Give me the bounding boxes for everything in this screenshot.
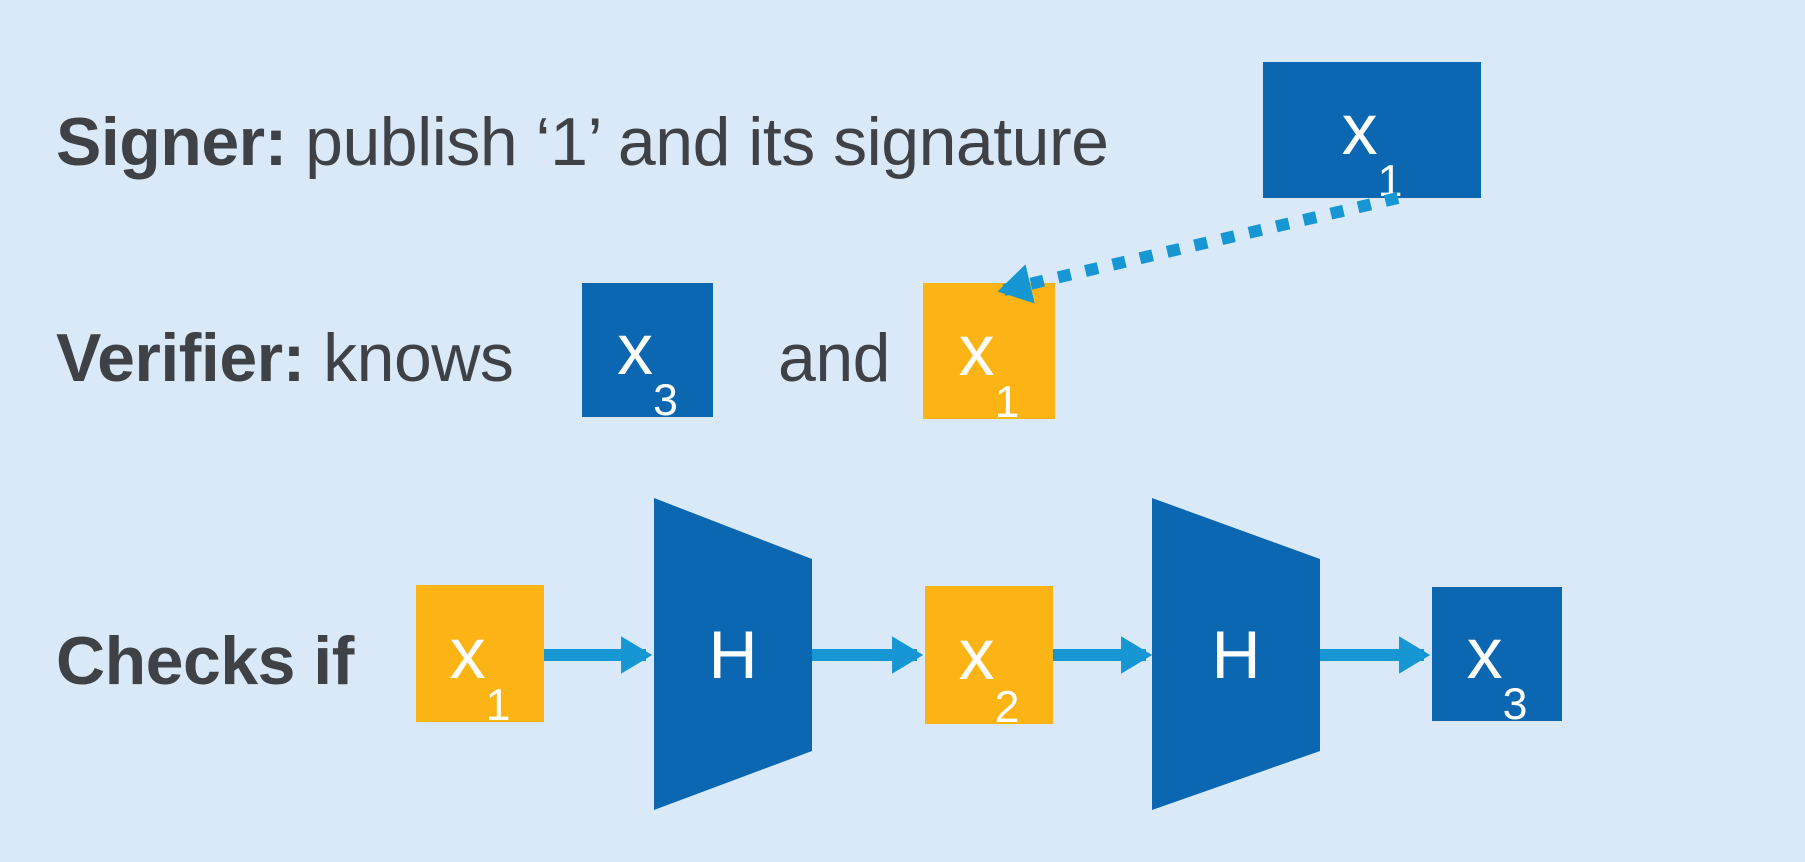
and-text: and — [778, 320, 890, 396]
box-label-base: x — [617, 310, 654, 390]
signer-label: Signer: — [56, 104, 287, 180]
box-label-subscript: 2 — [994, 683, 1020, 733]
box-label-subscript: 3 — [653, 376, 678, 426]
box-label-base: x — [449, 613, 486, 694]
verifier-label: Verifier: — [56, 320, 305, 396]
verifier-line: Verifier: knows — [56, 324, 514, 392]
box-label-subscript: 1 — [485, 681, 511, 731]
signer-line: Signer: publish ‘1’ and its signature — [56, 108, 1109, 176]
box-label-base: x — [1466, 614, 1503, 694]
box-label-subscript: 3 — [1502, 680, 1528, 730]
box-label-base: x — [958, 615, 995, 695]
hash-function-1-label: H — [708, 617, 758, 693]
publish-dashed-arrow-icon — [997, 192, 1400, 304]
box-label-subscript: 1 — [994, 378, 1020, 428]
checks-line: Checks if — [56, 627, 354, 695]
signer-description: publish ‘1’ and its signature — [286, 104, 1109, 180]
hash-function-2-label: H — [1211, 617, 1261, 693]
verifier-description: knows — [304, 320, 514, 396]
box-label-subscript: 1 — [1377, 157, 1403, 207]
box-label-base: x — [958, 311, 995, 391]
checks-label: Checks if — [56, 623, 354, 699]
box-label-base: x — [1341, 90, 1378, 170]
